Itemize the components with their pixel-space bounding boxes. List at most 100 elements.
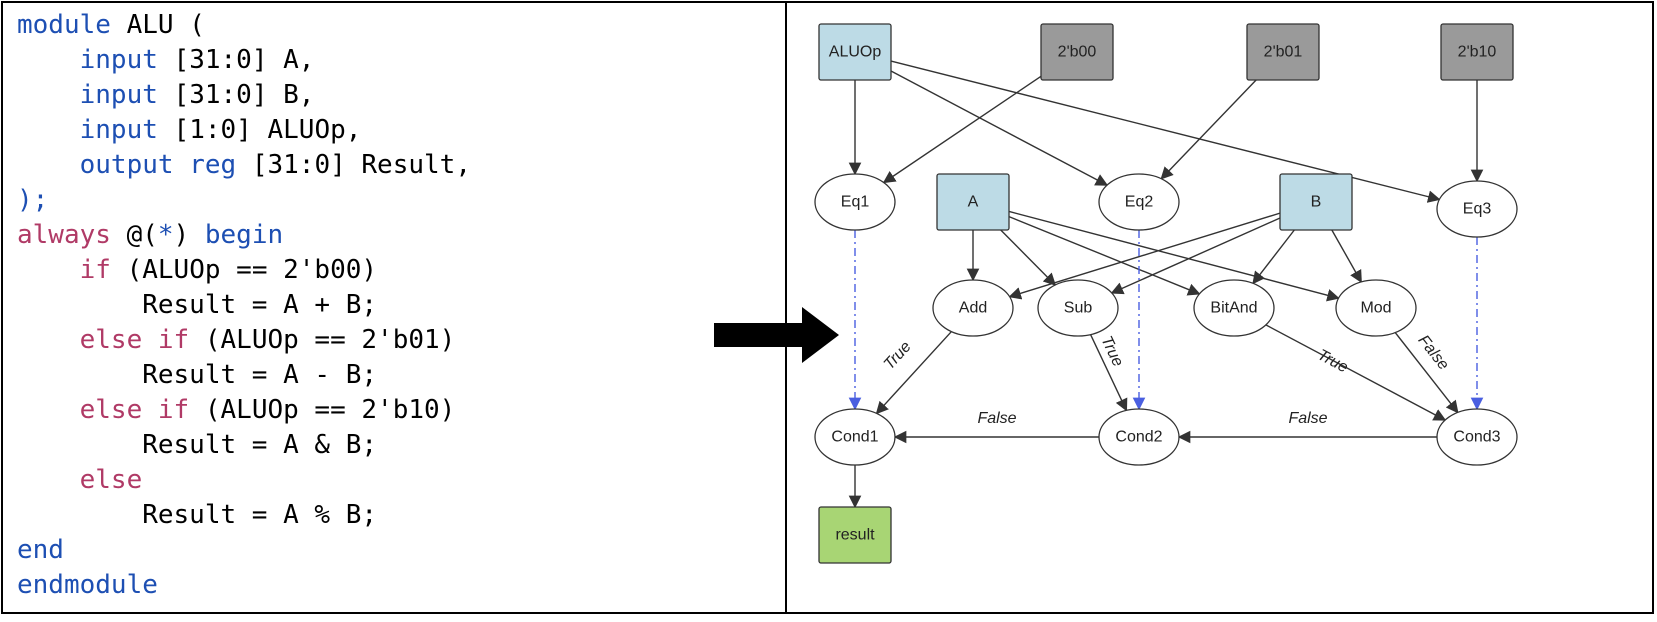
code-token: ); <box>17 185 49 215</box>
code-line: always @(*) begin <box>17 218 717 253</box>
code-token <box>17 80 80 110</box>
edge-b-to-add <box>1008 212 1281 300</box>
node-label: Eq3 <box>1463 201 1492 218</box>
code-token <box>17 325 80 355</box>
node-eq2: Eq2 <box>1098 173 1180 231</box>
code-token <box>17 150 80 180</box>
node-c01: 2'b01 <box>1246 23 1320 81</box>
code-token: output <box>79 150 174 180</box>
node-label: 2'b01 <box>1264 44 1303 61</box>
code-line: else if (ALUOp == 2'b01) <box>17 323 717 358</box>
code-token: ALU ( <box>110 10 205 40</box>
code-line: output reg [31:0] Result, <box>17 148 717 183</box>
edge-a-to-bitand <box>1008 215 1201 296</box>
code-line: Result = A & B; <box>17 428 717 463</box>
code-token: Result = A + B; <box>17 290 378 320</box>
node-c00: 2'b00 <box>1040 23 1114 81</box>
edge-sub-to-cond2 <box>1089 334 1128 412</box>
code-token: else <box>79 465 143 495</box>
verilog-code-panel: module ALU ( input [31:0] A, input [31:0… <box>17 8 717 608</box>
node-label: Eq2 <box>1125 194 1154 211</box>
node-label: Add <box>959 300 987 317</box>
code-line: else if (ALUOp == 2'b10) <box>17 393 717 428</box>
code-token: input <box>79 45 158 75</box>
node-shape <box>814 173 896 231</box>
code-token <box>17 115 80 145</box>
edge-c01-to-eq2 <box>1160 79 1257 180</box>
edge-label-true: True <box>1315 347 1351 377</box>
node-label: ALUOp <box>829 44 882 61</box>
node-bitand: BitAnd <box>1193 279 1275 337</box>
node-shape <box>932 279 1014 337</box>
node-label: Cond2 <box>1115 429 1162 446</box>
code-token: module <box>17 10 111 40</box>
node-eq1: Eq1 <box>814 173 896 231</box>
node-sub: Sub <box>1037 279 1119 337</box>
edge-label-false: False <box>1288 410 1327 427</box>
right-arrow-icon <box>714 307 839 363</box>
code-token: * <box>157 220 174 250</box>
code-line: input [31:0] A, <box>17 43 717 78</box>
edge-a-to-sub <box>1000 229 1057 286</box>
node-shape <box>936 173 1010 231</box>
node-shape <box>1037 279 1119 337</box>
node-aluop: ALUOp <box>818 23 892 81</box>
code-line: end <box>17 533 717 568</box>
code-token: [31:0] Result, <box>236 150 471 180</box>
code-token <box>17 465 80 495</box>
node-shape <box>1246 23 1320 81</box>
code-token <box>17 395 80 425</box>
code-token: if <box>79 255 111 285</box>
node-shape <box>1440 23 1514 81</box>
code-token <box>174 150 190 180</box>
node-label: 2'b10 <box>1458 44 1497 61</box>
code-token: [31:0] B, <box>157 80 315 110</box>
edge-c00-to-eq1 <box>882 75 1042 184</box>
code-token: else if <box>79 325 190 355</box>
code-token: endmodule <box>17 570 158 600</box>
code-token: end <box>17 535 64 565</box>
code-token: input <box>79 80 158 110</box>
edge-b-to-bitand <box>1252 229 1295 285</box>
code-token: reg <box>189 150 237 180</box>
code-token: [1:0] ALUOp, <box>157 115 362 145</box>
node-label: Mod <box>1360 300 1391 317</box>
code-line: if (ALUOp == 2'b00) <box>17 253 717 288</box>
code-token: @( <box>110 220 158 250</box>
node-shape <box>814 408 896 466</box>
node-label: B <box>1311 194 1322 211</box>
node-label: Cond3 <box>1453 429 1500 446</box>
edge-label-false: False <box>977 410 1016 427</box>
node-label: Sub <box>1064 300 1093 317</box>
code-line: endmodule <box>17 568 717 603</box>
code-line: Result = A - B; <box>17 358 717 393</box>
code-token: begin <box>204 220 284 250</box>
node-shape <box>1436 408 1518 466</box>
edge-mod-to-cond3 <box>1394 332 1459 414</box>
node-a: A <box>936 173 1010 231</box>
code-token <box>17 45 80 75</box>
code-token: always <box>17 220 111 250</box>
code-token: input <box>79 115 158 145</box>
node-label: 2'b00 <box>1058 44 1097 61</box>
code-token: [31:0] A, <box>157 45 315 75</box>
code-line: input [31:0] B, <box>17 78 717 113</box>
node-shape <box>818 23 892 81</box>
node-label: Eq1 <box>841 194 870 211</box>
node-shape <box>1098 408 1180 466</box>
code-token: Result = A - B; <box>17 360 378 390</box>
node-label: BitAnd <box>1210 300 1257 317</box>
node-shape <box>818 506 892 564</box>
code-line: Result = A + B; <box>17 288 717 323</box>
code-token: (ALUOp == 2'b01) <box>189 325 456 355</box>
code-line: ); <box>17 183 717 218</box>
edge-add-to-cond1 <box>875 331 952 415</box>
node-cond2: Cond2 <box>1098 408 1180 466</box>
code-line: Result = A % B; <box>17 498 717 533</box>
code-token: (ALUOp == 2'b10) <box>189 395 456 425</box>
edge-aluop-to-eq2 <box>890 70 1109 186</box>
